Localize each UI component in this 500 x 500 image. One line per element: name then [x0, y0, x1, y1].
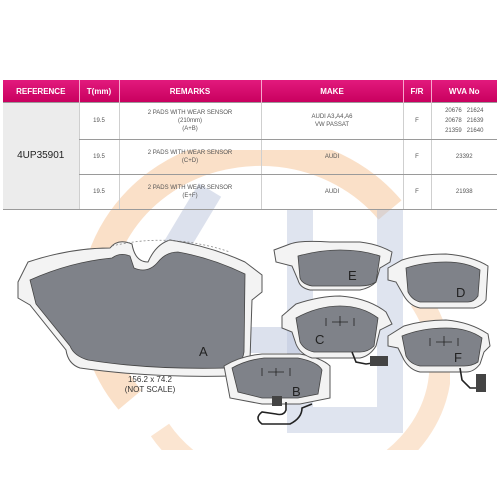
pad-c-drawing: C [281, 295, 393, 366]
remarks-line: 2 PADS WITH WEAR SENSOR [147, 185, 233, 191]
thickness-cell: 19.5 [78, 139, 119, 175]
wva-number: 20676 [445, 108, 462, 114]
pad-e-drawing: E [273, 240, 393, 291]
wva-number: 21640 [466, 128, 484, 134]
remarks-line: (E+F) [182, 193, 198, 199]
make-line: AUDI [324, 189, 340, 195]
remarks-cell: 2 PADS WITH WEAR SENSOR (E+F) [118, 174, 261, 210]
pad-f-drawing: F [387, 319, 491, 392]
header-make: MAKE [260, 80, 403, 103]
header-thickness: T(mm) [78, 80, 119, 103]
table-row: 19.5 2 PADS WITH WEAR SENSOR (E+F) AUDI … [3, 174, 497, 210]
header-reference: REFERENCE [3, 80, 79, 103]
pad-label-b: B [292, 384, 301, 399]
dimension-size: 156.2 x 74.2 [127, 375, 173, 384]
make-line: AUDI [324, 154, 340, 160]
pad-label-e: E [348, 268, 357, 283]
remarks-cell: 2 PADS WITH WEAR SENSOR (C+D) [118, 139, 261, 175]
front-rear-cell: F [402, 139, 431, 175]
pad-b-drawing: B [223, 353, 331, 425]
table-row: 19.5 2 PADS WITH WEAR SENSOR (C+D) AUDI … [3, 139, 497, 175]
front-rear-cell: F [402, 174, 431, 210]
make-line: AUDI A3,A4,A6 [311, 114, 353, 120]
make-line: VW PASSAT [314, 122, 350, 128]
wva-cell: 21938 [430, 174, 497, 210]
pad-a-drawing: A [17, 239, 263, 377]
remarks-line: 2 PADS WITH WEAR SENSOR [147, 110, 233, 116]
pad-label-a: A [199, 344, 208, 359]
reference-cell: 4UP35901 [3, 102, 79, 210]
application-table: REFERENCE T(mm) REMARKS MAKE F/R WVA No … [3, 80, 497, 210]
header-wva-number: WVA No [430, 80, 497, 103]
pad-label-d: D [456, 285, 465, 300]
header-front-rear: F/R [402, 80, 431, 103]
thickness-cell: 19.5 [78, 174, 119, 210]
remarks-line: (210mm) [177, 118, 202, 124]
pad-d-drawing: D [387, 253, 489, 309]
table-header-row: REFERENCE T(mm) REMARKS MAKE F/R WVA No [3, 80, 497, 103]
remarks-cell: 2 PADS WITH WEAR SENSOR (210mm) (A+B) [118, 102, 261, 140]
remarks-line: 2 PADS WITH WEAR SENSOR [147, 150, 233, 156]
wva-number: 21359 [445, 128, 462, 134]
header-remarks: REMARKS [118, 80, 261, 103]
wva-number: 21624 [466, 108, 484, 114]
wva-number: 21938 [455, 189, 473, 195]
dimension-scale-note: (NOT SCALE) [124, 385, 176, 394]
wva-number: 23392 [455, 154, 473, 160]
wva-cell: 20676 21624 20678 21639 21359 21640 [430, 102, 497, 140]
remarks-line: (A+B) [182, 126, 198, 132]
make-cell: AUDI A3,A4,A6 VW PASSAT [260, 102, 403, 140]
pad-label-c: C [315, 332, 324, 347]
wva-number: 21639 [466, 118, 484, 124]
make-cell: AUDI [260, 174, 403, 210]
wva-number: 20678 [445, 118, 462, 124]
remarks-line: (C+D) [181, 158, 199, 164]
table-row: 4UP35901 19.5 2 PADS WITH WEAR SENSOR (2… [3, 102, 497, 210]
thickness-cell: 19.5 [78, 102, 119, 140]
pad-label-f: F [454, 350, 462, 365]
dimension-note: 156.2 x 74.2 (NOT SCALE) [120, 375, 180, 395]
wva-cell: 23392 [430, 139, 497, 175]
